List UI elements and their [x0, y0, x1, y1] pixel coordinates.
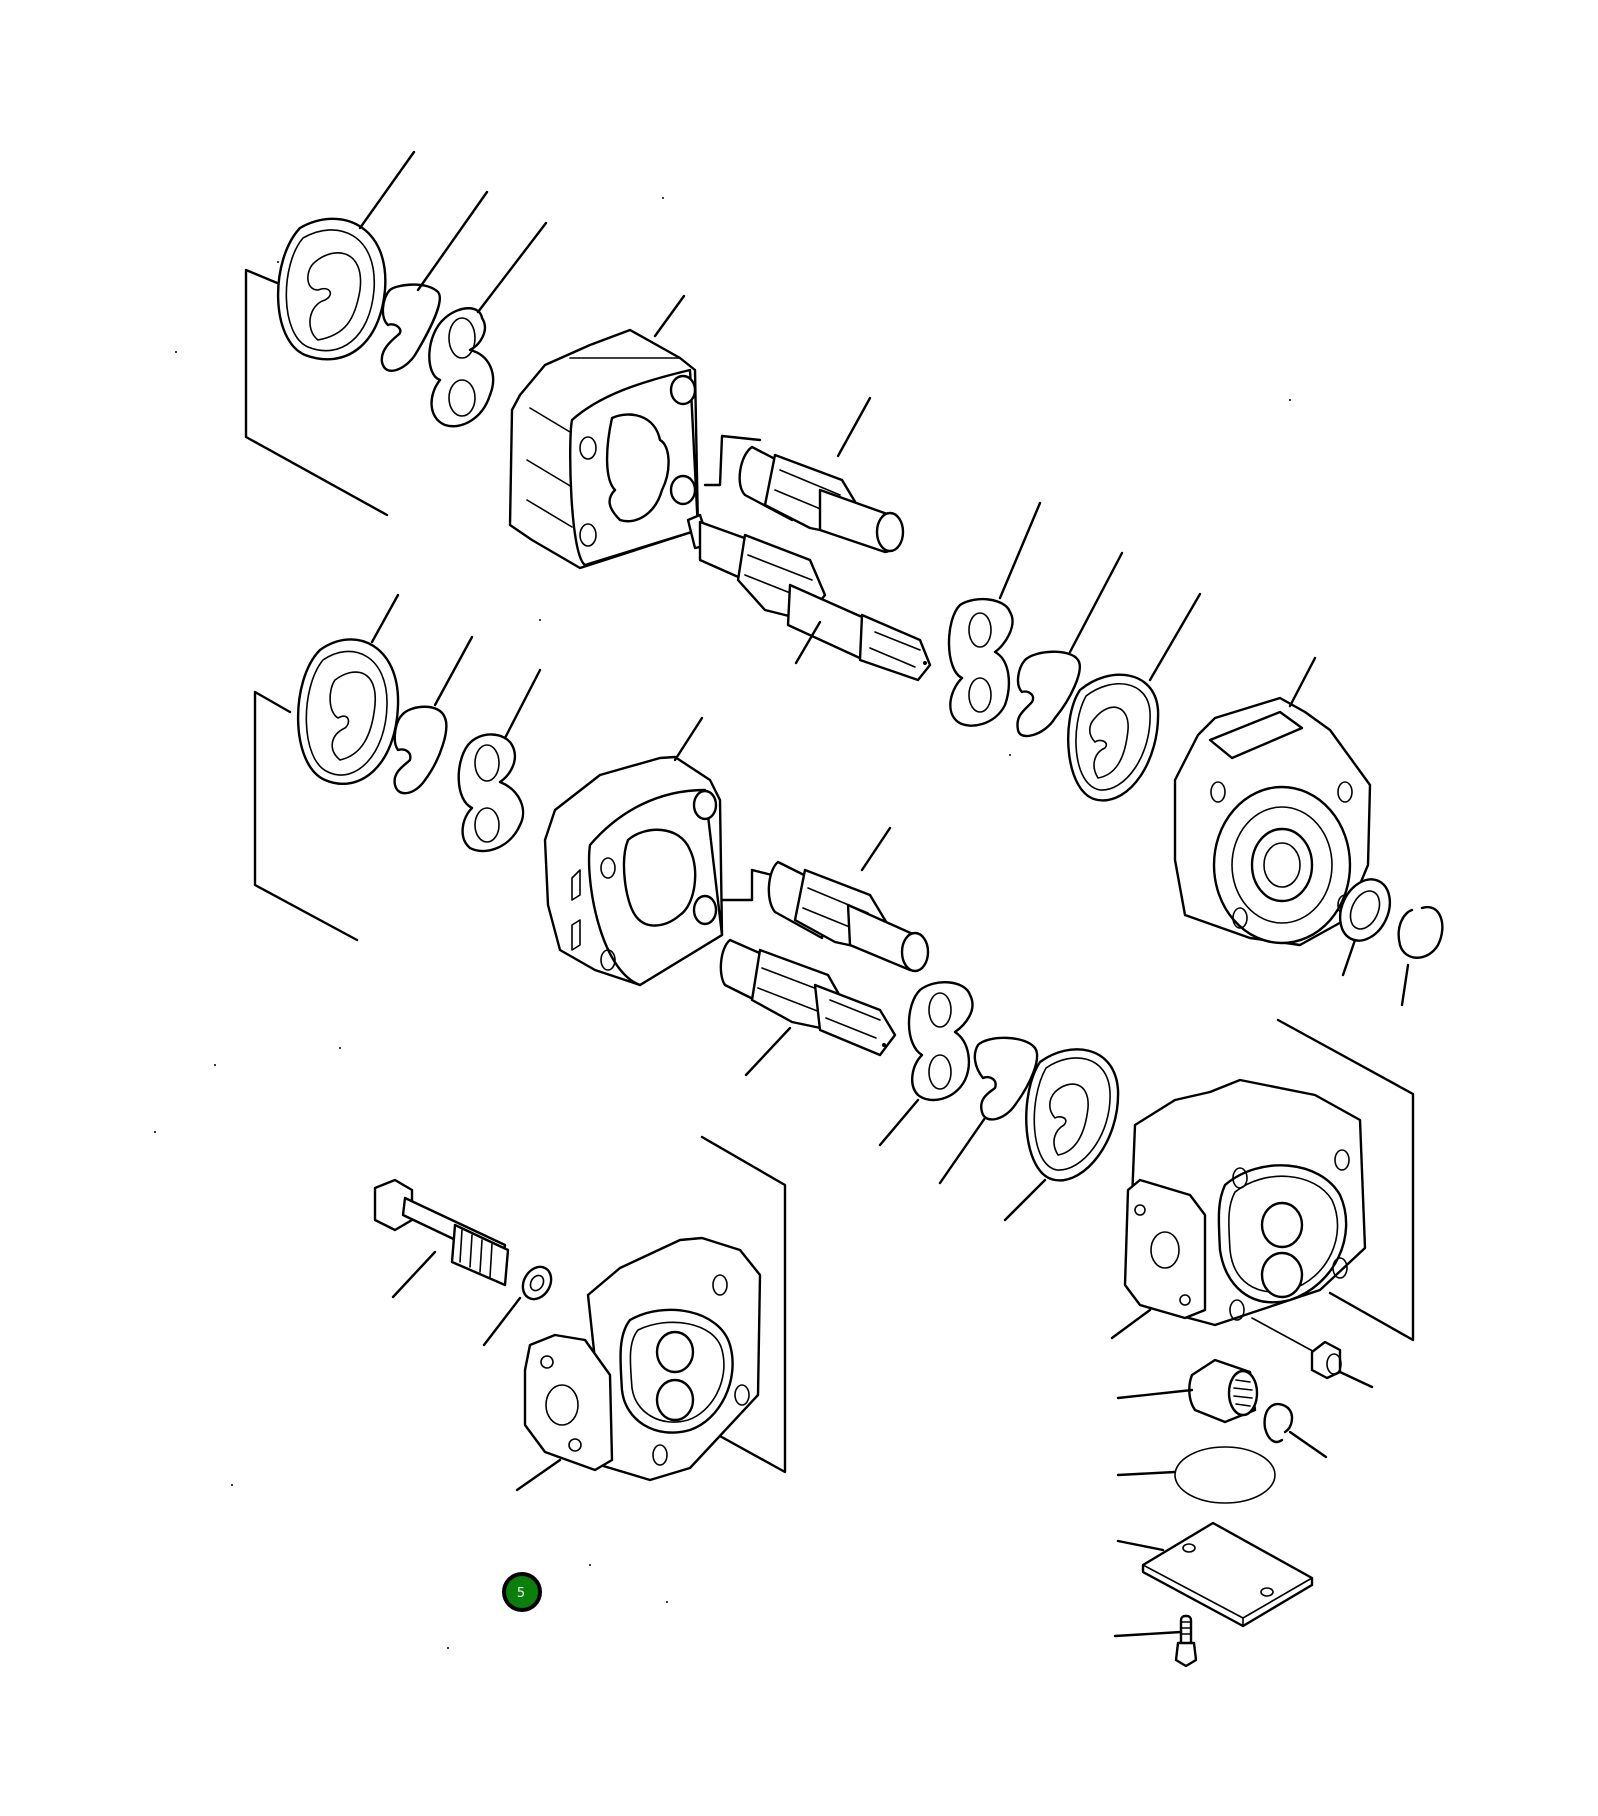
backup-plate-part[interactable]	[457, 668, 542, 853]
callout-marker[interactable]: 5	[502, 1572, 542, 1612]
drive-gear-shaft-part[interactable]	[719, 938, 897, 1077]
c-seal-part[interactable]	[1016, 551, 1124, 738]
bolt-part[interactable]	[373, 1178, 510, 1299]
needle-bearing-part[interactable]	[1116, 1358, 1259, 1424]
gear-body-part[interactable]	[508, 294, 700, 570]
c-seal-part[interactable]	[938, 1036, 1039, 1185]
backup-plate-part[interactable]	[428, 221, 548, 428]
center-body-bracket	[1276, 1018, 1415, 1342]
c-seal-part[interactable]	[380, 190, 489, 372]
screw-part[interactable]	[1113, 1614, 1198, 1668]
outer-seal-part[interactable]	[1066, 592, 1202, 802]
driven-gear-part[interactable]	[767, 826, 930, 973]
front-cover-part[interactable]	[1173, 656, 1372, 947]
rear-cover-bracket	[698, 1135, 787, 1474]
lower-seal-bracket	[253, 690, 359, 942]
scan-specks	[154, 197, 1291, 1649]
c-seal-part[interactable]	[393, 635, 474, 795]
outer-seal-part[interactable]	[276, 150, 416, 361]
gear-set-bracket	[703, 434, 762, 487]
center-body-part[interactable]	[1110, 1078, 1367, 1340]
callout-label: 5	[516, 1585, 526, 1601]
outer-seal-part[interactable]	[296, 593, 400, 785]
drive-gear-shaft-part[interactable]	[686, 513, 932, 682]
plate-part[interactable]	[1116, 1521, 1314, 1628]
gear-body-part[interactable]	[543, 716, 724, 987]
o-ring-part[interactable]	[1116, 1446, 1276, 1504]
dowel-part[interactable]	[1251, 1317, 1374, 1389]
backup-plate-part[interactable]	[947, 501, 1042, 727]
outer-seal-part[interactable]	[1003, 1048, 1120, 1222]
upper-seal-bracket	[244, 268, 389, 517]
oil-seal-part[interactable]	[1331, 871, 1400, 977]
gear-set-bracket	[720, 868, 774, 902]
washer-part[interactable]	[482, 1262, 557, 1347]
driven-gear-part[interactable]	[738, 396, 905, 554]
snap-ring-part[interactable]	[1397, 905, 1444, 1007]
rear-cover-part[interactable]	[515, 1236, 762, 1492]
snap-ring-part[interactable]	[1263, 1402, 1328, 1459]
backup-plate-part[interactable]	[878, 981, 974, 1147]
